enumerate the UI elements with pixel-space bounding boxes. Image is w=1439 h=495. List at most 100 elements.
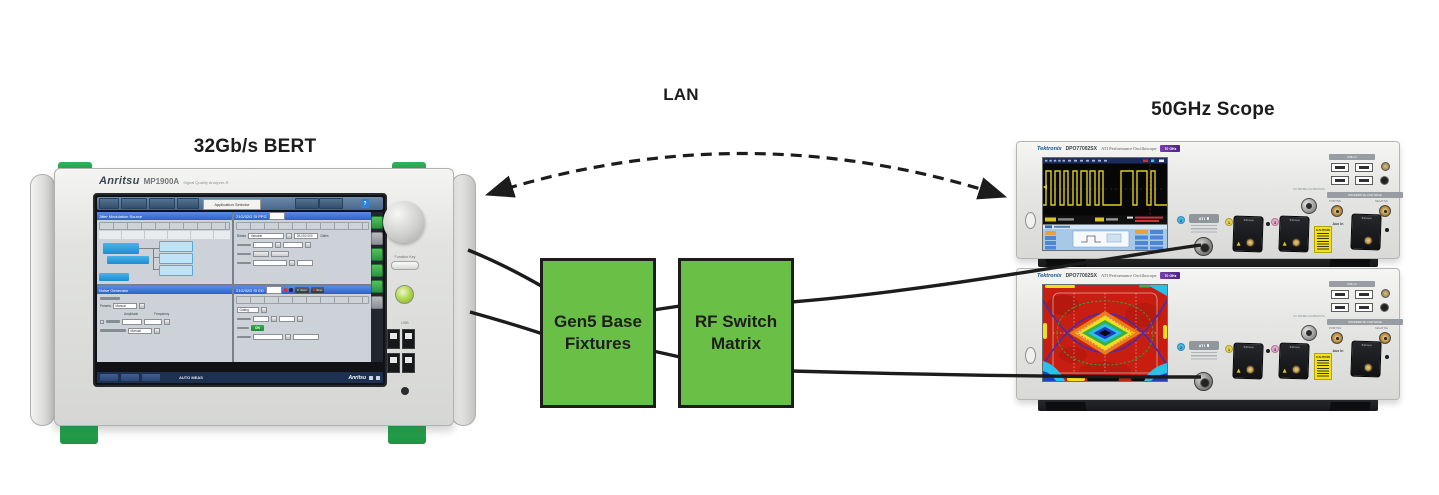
toolbar-button[interactable]: [149, 198, 175, 209]
positive-output-connector[interactable]: [1331, 205, 1343, 217]
ati-input-connector[interactable]: [1194, 372, 1213, 391]
toolbar-button[interactable]: [177, 198, 199, 209]
toolbar-button[interactable]: [121, 198, 147, 209]
usb-port[interactable]: [1355, 163, 1373, 172]
usb-port[interactable]: [387, 353, 400, 373]
aux-jack-large[interactable]: [1380, 303, 1389, 312]
ground-jack[interactable]: [401, 387, 409, 395]
probe-module-aux[interactable]: Tektronix: [1350, 213, 1382, 251]
softkey-button[interactable]: [371, 232, 383, 245]
form-field[interactable]: [283, 242, 303, 248]
dropdown-arrow[interactable]: [285, 334, 291, 340]
frequency-field[interactable]: [144, 318, 162, 325]
usb-port[interactable]: [1355, 303, 1373, 312]
panel-dot: [1266, 222, 1270, 226]
scope-display-waveform[interactable]: [1042, 157, 1168, 251]
usb-port[interactable]: [1355, 176, 1373, 185]
tab-row[interactable]: [99, 222, 230, 230]
softkey-button[interactable]: [371, 280, 383, 293]
usb-port[interactable]: [402, 329, 415, 349]
dropdown-arrow[interactable]: [286, 233, 293, 239]
usb-port[interactable]: [402, 353, 415, 373]
box-label-line: Fixtures: [564, 334, 632, 353]
form-field[interactable]: [253, 316, 269, 322]
aux-jack-small[interactable]: [1381, 162, 1390, 171]
taskbar-icon[interactable]: [376, 375, 380, 380]
datetime-field[interactable]: [293, 334, 319, 340]
softkey-button[interactable]: [371, 264, 383, 277]
probe-brand: Tektronix: [1361, 343, 1372, 348]
menu-button[interactable]: [99, 198, 119, 209]
toolbar-button[interactable]: [319, 198, 343, 209]
aux-jack-small[interactable]: [1381, 289, 1390, 298]
application-selector-button[interactable]: Application Selector: [203, 199, 261, 210]
dropdown-arrow[interactable]: [138, 302, 145, 309]
negative-output-connector[interactable]: [1379, 205, 1391, 217]
form-field[interactable]: [297, 260, 313, 266]
channel-dropdown[interactable]: [265, 286, 282, 294]
probe-module-ch1[interactable]: Tektronix: [1232, 342, 1264, 380]
dc-probe-cal-connector[interactable]: [1301, 198, 1317, 214]
softkey-button[interactable]: [371, 296, 383, 309]
softkey-button[interactable]: [371, 248, 383, 261]
dropdown-arrow[interactable]: [164, 318, 170, 325]
gating-field[interactable]: Gating: [237, 307, 259, 313]
probe-brand: Tektronix: [1243, 345, 1254, 350]
tab-row[interactable]: [236, 296, 369, 304]
presets-field[interactable]: Manual: [112, 302, 137, 309]
help-button[interactable]: ?: [361, 199, 369, 208]
dc-probe-cal-connector[interactable]: [1301, 325, 1317, 341]
positive-output-connector[interactable]: [1331, 332, 1343, 344]
scope-power-button[interactable]: [1025, 212, 1036, 229]
rotary-knob[interactable]: [383, 201, 425, 243]
usb-port[interactable]: [1331, 176, 1349, 185]
dropdown-arrow[interactable]: [275, 242, 281, 248]
taskbar-button[interactable]: [100, 374, 118, 381]
dropdown-arrow[interactable]: [305, 242, 311, 248]
scope-power-button[interactable]: [1025, 347, 1036, 364]
probe-module-ch3[interactable]: Tektronix: [1278, 342, 1310, 380]
softkey-button[interactable]: [371, 216, 383, 229]
dropdown-arrow[interactable]: [289, 260, 295, 266]
form-field[interactable]: [253, 334, 283, 340]
form-row: [237, 242, 368, 248]
power-button[interactable]: [395, 285, 414, 304]
bert-touchscreen[interactable]: Application Selector ? Jitter Modulation…: [93, 193, 387, 387]
form-field[interactable]: [253, 242, 273, 248]
dropdown-arrow[interactable]: [154, 327, 160, 334]
toolbar-button[interactable]: [295, 198, 319, 209]
stop-button[interactable]: Stop: [310, 287, 325, 293]
taskbar-icon[interactable]: [369, 375, 373, 380]
ati-input-connector[interactable]: [1194, 237, 1213, 256]
probe-module-aux[interactable]: Tektronix: [1350, 340, 1382, 378]
taskbar-button[interactable]: [121, 374, 139, 381]
start-button[interactable]: Start: [294, 287, 309, 293]
taskbar-button[interactable]: [142, 374, 160, 381]
amplitude-field[interactable]: [122, 318, 142, 325]
usb-port[interactable]: [1331, 290, 1349, 299]
setup-button[interactable]: [271, 251, 289, 257]
probe-module-ch3[interactable]: Tektronix: [1278, 215, 1310, 253]
form-field[interactable]: Manual: [128, 327, 152, 334]
checkbox[interactable]: [100, 319, 104, 324]
usb-port[interactable]: [387, 329, 400, 349]
channel-dropdown[interactable]: [268, 212, 285, 220]
tab-row[interactable]: [236, 222, 369, 230]
set-button[interactable]: [253, 251, 269, 257]
bitrate-mode-field[interactable]: Variable: [248, 233, 285, 239]
usb-port[interactable]: [1331, 163, 1349, 172]
negative-output-connector[interactable]: [1379, 332, 1391, 344]
dropdown-arrow[interactable]: [261, 307, 267, 313]
usb-port[interactable]: [1355, 290, 1373, 299]
probe-module-ch1[interactable]: Tektronix: [1232, 215, 1264, 253]
function-key-button[interactable]: [391, 261, 419, 270]
bitrate-value-field[interactable]: 28.000 000: [294, 233, 319, 239]
aux-jack-large[interactable]: [1380, 176, 1389, 185]
form-field[interactable]: [253, 260, 287, 266]
scope-header: Tektronix DPO77002SX ATI Performance Osc…: [1037, 145, 1181, 152]
dropdown-arrow[interactable]: [271, 316, 277, 322]
form-field[interactable]: [279, 316, 295, 322]
dropdown-arrow[interactable]: [297, 316, 303, 322]
scope-display-eye-diagram[interactable]: [1042, 284, 1168, 382]
usb-port[interactable]: [1331, 303, 1349, 312]
